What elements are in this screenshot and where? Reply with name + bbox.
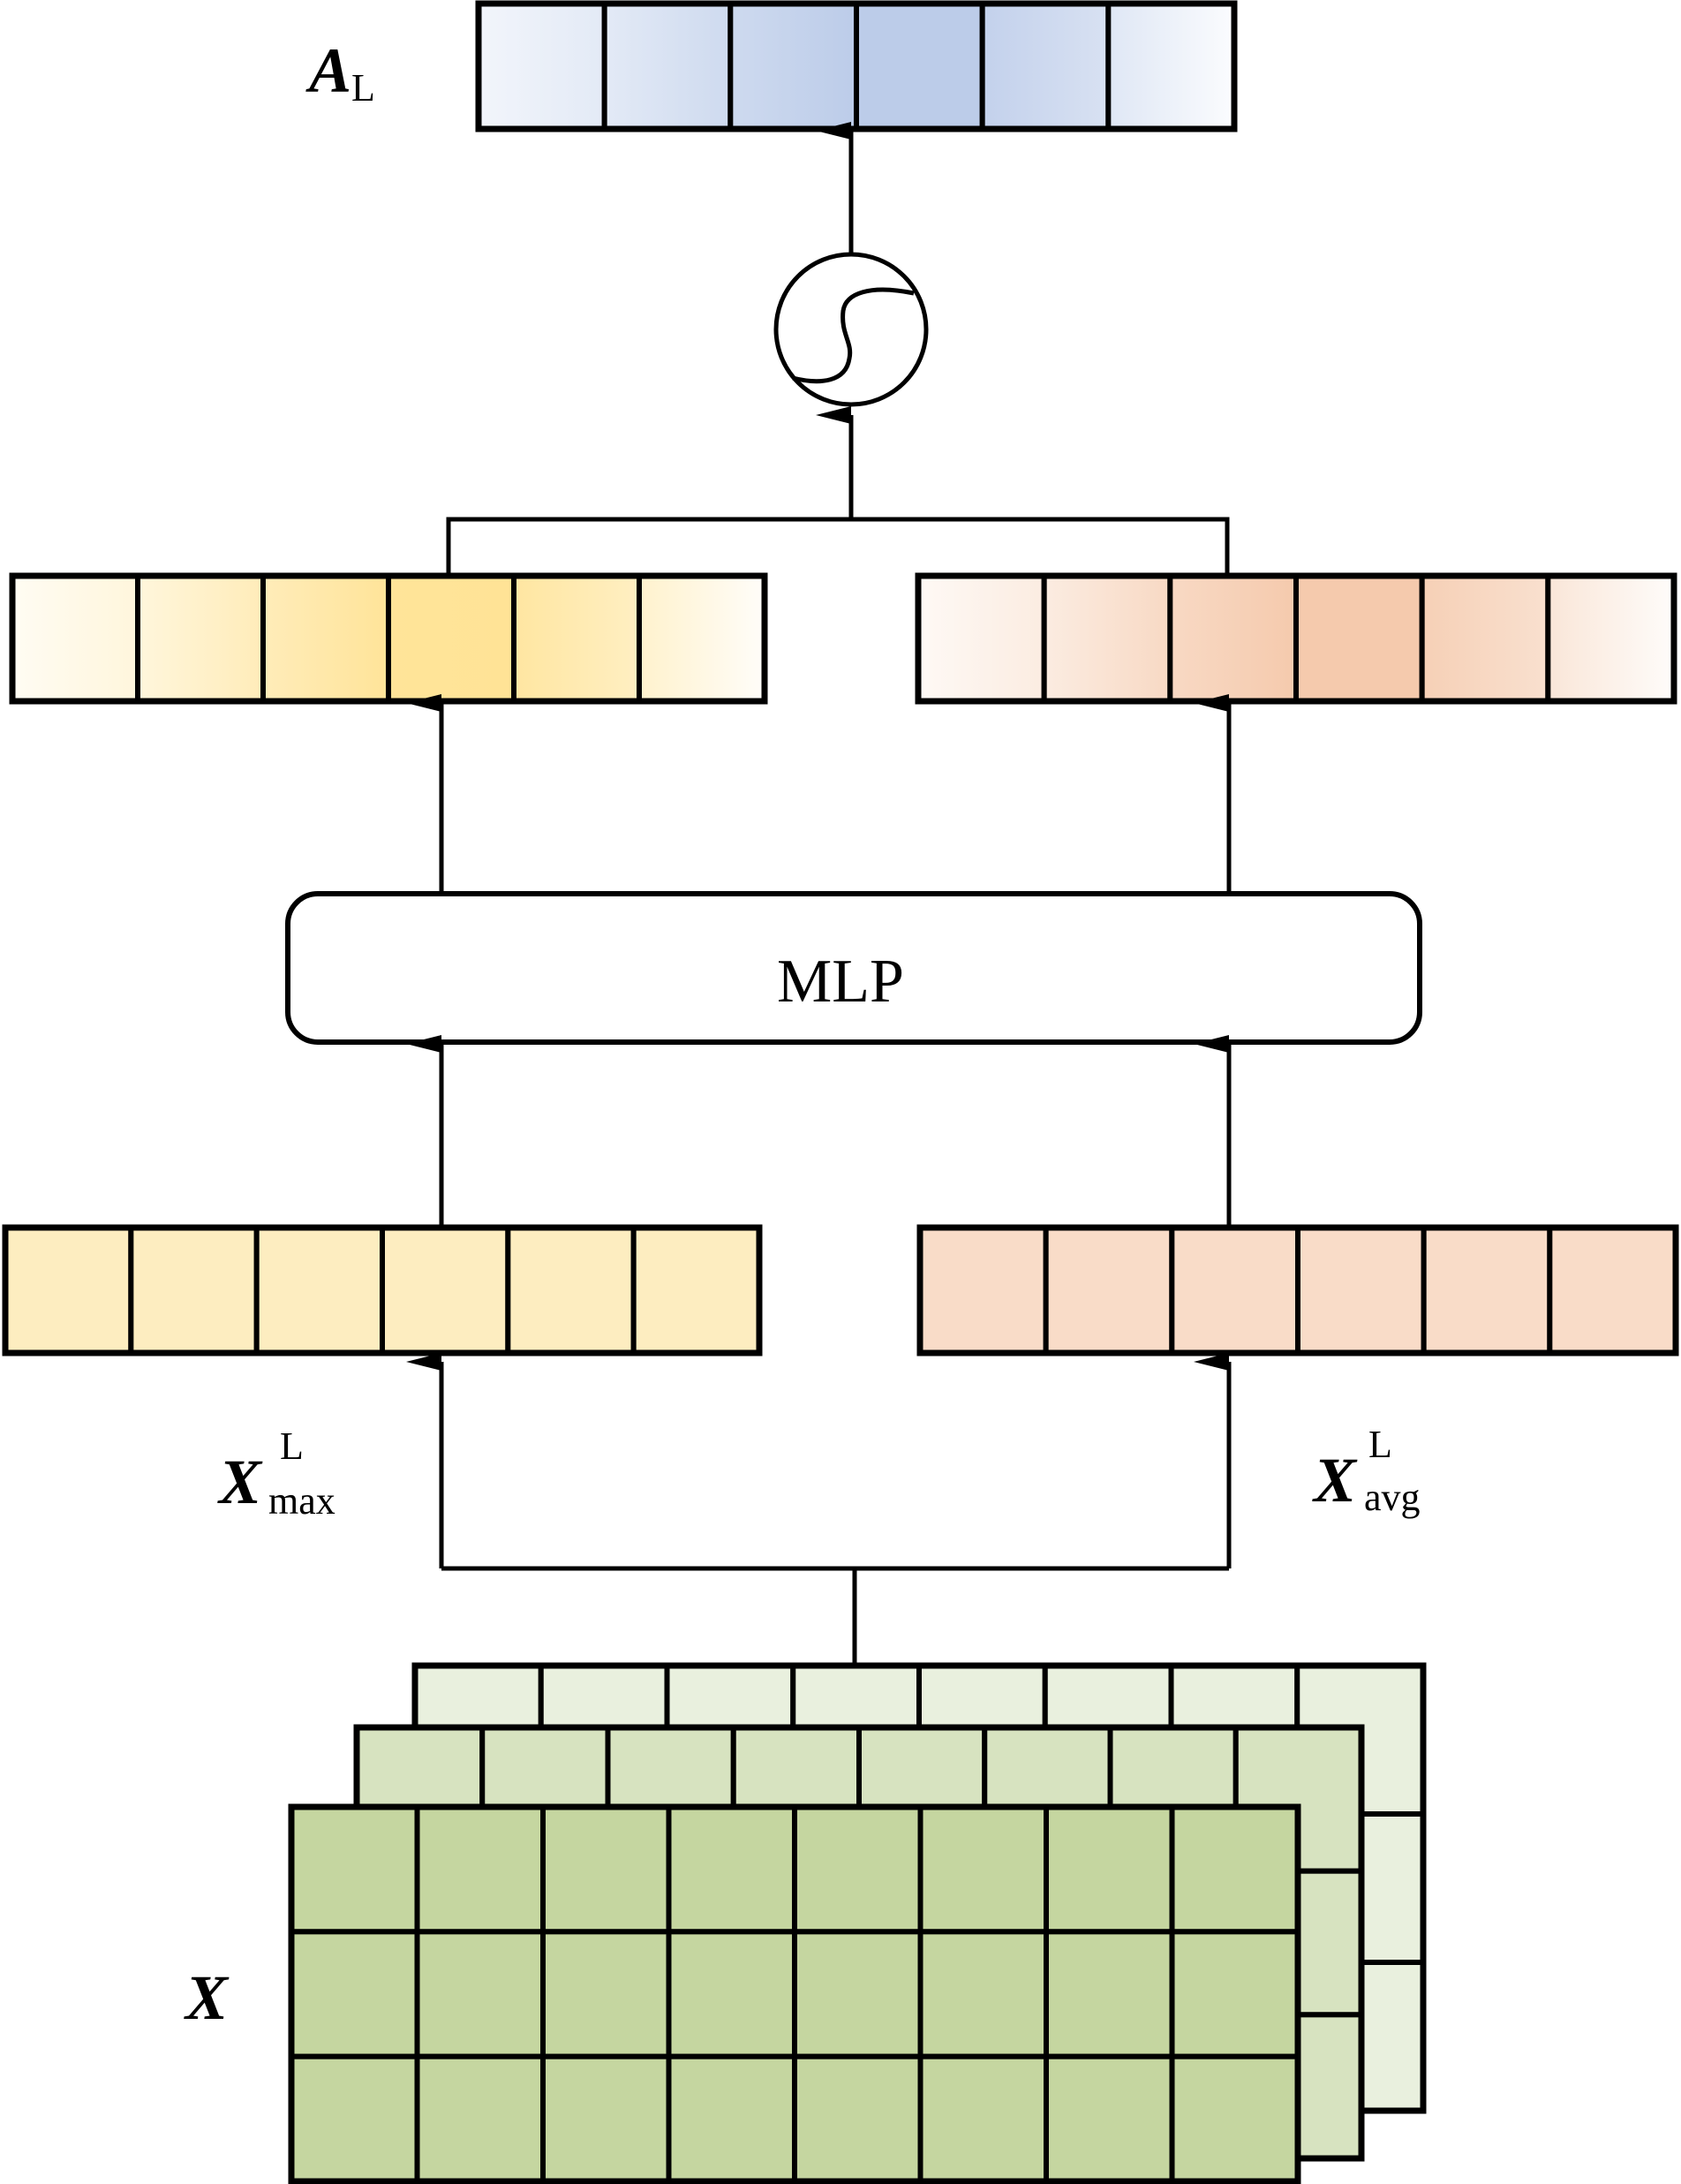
tensor-layer-frame [288, 1803, 1301, 2184]
attention-output-vector [475, 0, 1238, 132]
tensor-cell [540, 1929, 672, 2059]
max-pool-label-sup: L [280, 1425, 304, 1468]
avg-pool-label-sub: avg [1364, 1476, 1421, 1519]
mlp-avg-cell [916, 573, 1047, 704]
avg-pool-frame [916, 1224, 1679, 1356]
mlp-avg-cell [1419, 573, 1551, 704]
avg-pool-cell [917, 1225, 1049, 1356]
tensor-cell [792, 1804, 923, 1935]
mlp-avg-output-vector [915, 572, 1677, 705]
input-label: X [184, 1962, 230, 2033]
tensor-cell [1044, 1804, 1175, 1935]
attention-cell [1105, 1, 1238, 132]
tensor-cell [1044, 1929, 1175, 2059]
attention-cell [854, 1, 985, 132]
tensor-cell [289, 1929, 420, 2059]
mlp-avg-cell [1167, 573, 1300, 704]
tensor-cell [1169, 1804, 1300, 1935]
tensor-cell [917, 2053, 1049, 2184]
tensor-cell [414, 1929, 546, 2059]
attention-frame [475, 0, 1238, 132]
mlp-label: MLP [777, 948, 904, 1016]
mlp-max-cell [637, 573, 767, 704]
max-pool-cell [253, 1225, 385, 1356]
avg-pool-cell [1295, 1225, 1427, 1356]
merge-connector [446, 517, 1230, 574]
avg-pool-label-main: X [1312, 1445, 1358, 1515]
output-label-sub: L [351, 66, 375, 110]
mlp-avg-frame [915, 572, 1677, 705]
mlp-max-cell [511, 573, 642, 704]
tensor-cell [792, 1929, 923, 2059]
avg-pool-cell [1169, 1225, 1301, 1356]
mlp-block: MLP [285, 891, 1422, 1045]
max-pool-cell [3, 1225, 134, 1356]
input-tensor-layer-3 [288, 1803, 1301, 2184]
max-pool-label-main: X [217, 1447, 263, 1517]
avg-pool-cell [1043, 1225, 1175, 1356]
tensor-cell [540, 1804, 672, 1935]
mlp-max-output-vector [9, 572, 768, 705]
max-pool-cell [505, 1225, 637, 1356]
avg-pool-label: X L avg [1312, 1423, 1421, 1519]
tensor-cell [289, 2053, 420, 2184]
tensor-cell [1169, 1929, 1300, 2059]
mlp-max-cell [260, 573, 391, 704]
avg-pool-label-sup: L [1368, 1423, 1392, 1466]
attention-cell [727, 1, 859, 132]
max-pool-label-sub: max [268, 1479, 335, 1523]
tensor-cell [792, 2053, 923, 2184]
mlp-max-cell [135, 573, 266, 704]
max-pool-label: X L max [217, 1425, 335, 1523]
tensor-cell [917, 1804, 1049, 1935]
attention-cell [979, 1, 1112, 132]
mlp-avg-cell [1041, 573, 1173, 704]
avg-pool-cell [1547, 1225, 1679, 1356]
max-pool-cell [630, 1225, 763, 1356]
tensor-cell [414, 2053, 546, 2184]
tensor-cell [666, 2053, 797, 2184]
tensor-cell [666, 1804, 797, 1935]
attention-cell [476, 1, 607, 132]
max-pool-cell [128, 1225, 260, 1356]
output-label-main: A [305, 35, 351, 106]
tensor-cell [917, 1929, 1049, 2059]
mlp-max-cell [10, 573, 140, 704]
max-pool-frame [2, 1224, 763, 1356]
mlp-max-cell [386, 573, 516, 704]
avg-pool-vector [916, 1224, 1679, 1356]
tensor-cell [540, 2053, 672, 2184]
tensor-cell [1169, 2053, 1300, 2184]
max-pool-cell [380, 1225, 511, 1356]
attention-cell [601, 1, 734, 132]
mlp-avg-cell [1293, 573, 1425, 704]
mlp-avg-cell [1545, 573, 1677, 704]
max-pool-vector [2, 1224, 763, 1356]
avg-pool-cell [1421, 1225, 1553, 1356]
tensor-cell [666, 1929, 797, 2059]
mlp-max-frame [9, 572, 768, 705]
output-label: A L [305, 35, 375, 110]
tensor-cell [414, 1804, 546, 1935]
tensor-cell [289, 1804, 420, 1935]
tensor-cell [1044, 2053, 1175, 2184]
sigmoid-icon [773, 252, 929, 407]
input-tensor [288, 1662, 1427, 2184]
